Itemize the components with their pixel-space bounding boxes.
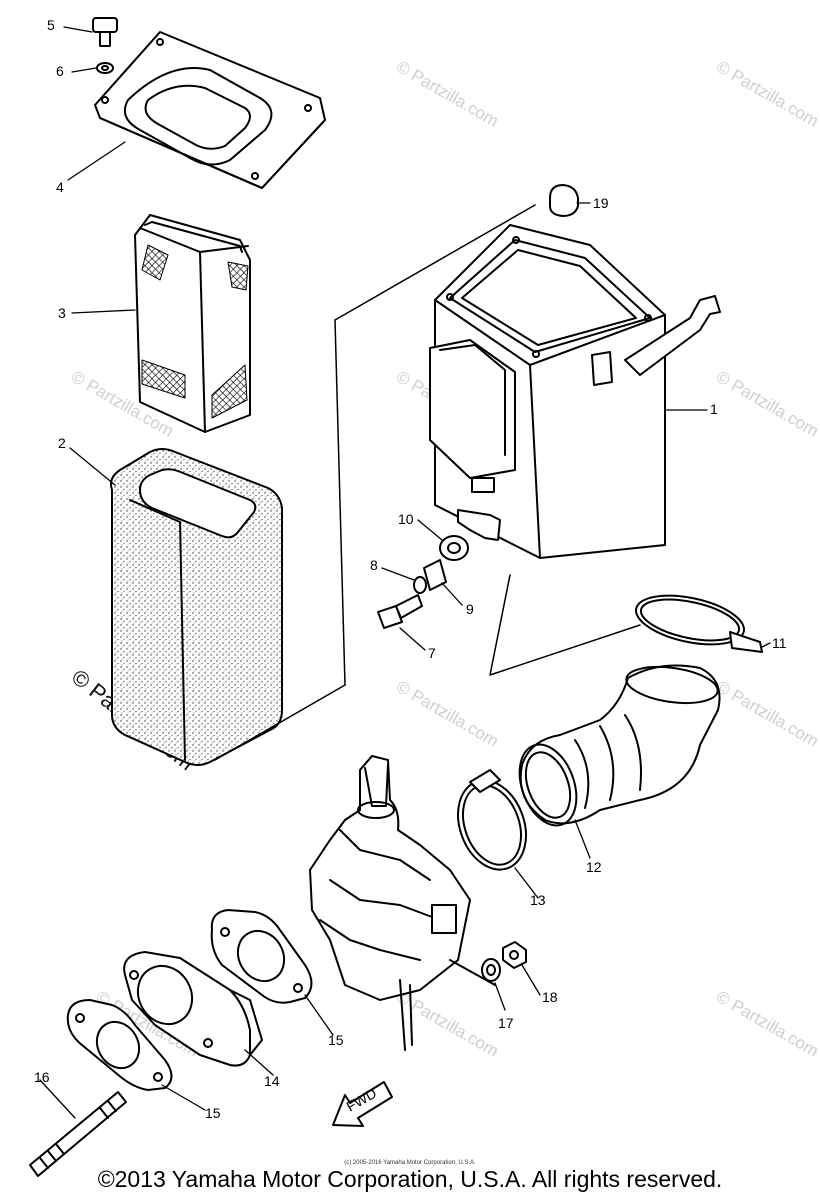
watermark: © Partzilla.com bbox=[713, 677, 820, 751]
callout-8: 8 bbox=[370, 557, 378, 573]
callout-7: 7 bbox=[428, 645, 436, 661]
callout-11: 11 bbox=[772, 635, 787, 651]
nut-part-18 bbox=[502, 941, 527, 969]
callout-9: 9 bbox=[466, 601, 474, 617]
watermark: © Partzilla.com bbox=[393, 677, 502, 751]
leader-lines bbox=[39, 26, 771, 1119]
callout-14: 14 bbox=[264, 1073, 280, 1089]
intake-boot-part-12 bbox=[518, 664, 721, 827]
clamp-part-11 bbox=[635, 594, 763, 653]
watermark: © Partzilla.com bbox=[713, 987, 820, 1061]
callout-1: 1 bbox=[710, 401, 718, 417]
callout-2: 2 bbox=[58, 435, 66, 451]
watermark: © Partzilla.com bbox=[713, 57, 820, 131]
callout-19: 19 bbox=[593, 195, 609, 211]
mesh-frame-part-3 bbox=[134, 214, 251, 433]
stud-part-16 bbox=[29, 1091, 127, 1177]
callout-5: 5 bbox=[47, 17, 55, 33]
callout-16: 16 bbox=[34, 1069, 50, 1085]
watermark: © Partzilla.com bbox=[393, 987, 502, 1061]
callout-6: 6 bbox=[56, 63, 64, 79]
gasket-part-15-upper bbox=[210, 909, 313, 1004]
watermark: © Partzilla.com bbox=[393, 57, 502, 131]
callout-12: 12 bbox=[586, 859, 602, 875]
callout-15-lower: 15 bbox=[205, 1105, 221, 1121]
callout-4: 4 bbox=[56, 179, 64, 195]
watermark: © Partzilla.com bbox=[713, 367, 820, 441]
exploded-view-separator bbox=[214, 204, 641, 761]
washer-part-8 bbox=[413, 576, 427, 594]
air-box-part-1 bbox=[429, 224, 721, 559]
callout-13: 13 bbox=[530, 892, 546, 908]
grommet-part-10 bbox=[439, 535, 469, 561]
washer-part-6 bbox=[96, 62, 114, 74]
carburetor bbox=[309, 755, 496, 1051]
collar-part-9 bbox=[423, 559, 447, 591]
fwd-arrow bbox=[332, 1081, 393, 1127]
foam-element-part-2 bbox=[110, 448, 283, 766]
small-copyright: (c) 2005-2016 Yamaha Motor Corporation, … bbox=[344, 1160, 476, 1166]
callout-3: 3 bbox=[58, 305, 66, 321]
callout-17: 17 bbox=[498, 1015, 514, 1031]
cover-plate-part-4 bbox=[94, 31, 326, 189]
screw-part-5 bbox=[92, 17, 118, 47]
insulator-part-14 bbox=[123, 951, 263, 1067]
washer-part-17 bbox=[481, 958, 501, 982]
bolt-part-7 bbox=[377, 594, 423, 629]
clamp-part-13 bbox=[457, 769, 527, 871]
copyright-notice: ©2013 Yamaha Motor Corporation, U.S.A. A… bbox=[97, 1166, 723, 1192]
callout-labels: 5 6 4 3 2 19 1 10 8 9 7 11 12 13 14 15 1… bbox=[34, 17, 787, 1121]
callout-10: 10 bbox=[398, 511, 414, 527]
callout-15-upper: 15 bbox=[328, 1032, 344, 1048]
cap-part-19 bbox=[549, 184, 579, 217]
callout-18: 18 bbox=[542, 989, 558, 1005]
gasket-part-15-lower bbox=[66, 999, 173, 1091]
